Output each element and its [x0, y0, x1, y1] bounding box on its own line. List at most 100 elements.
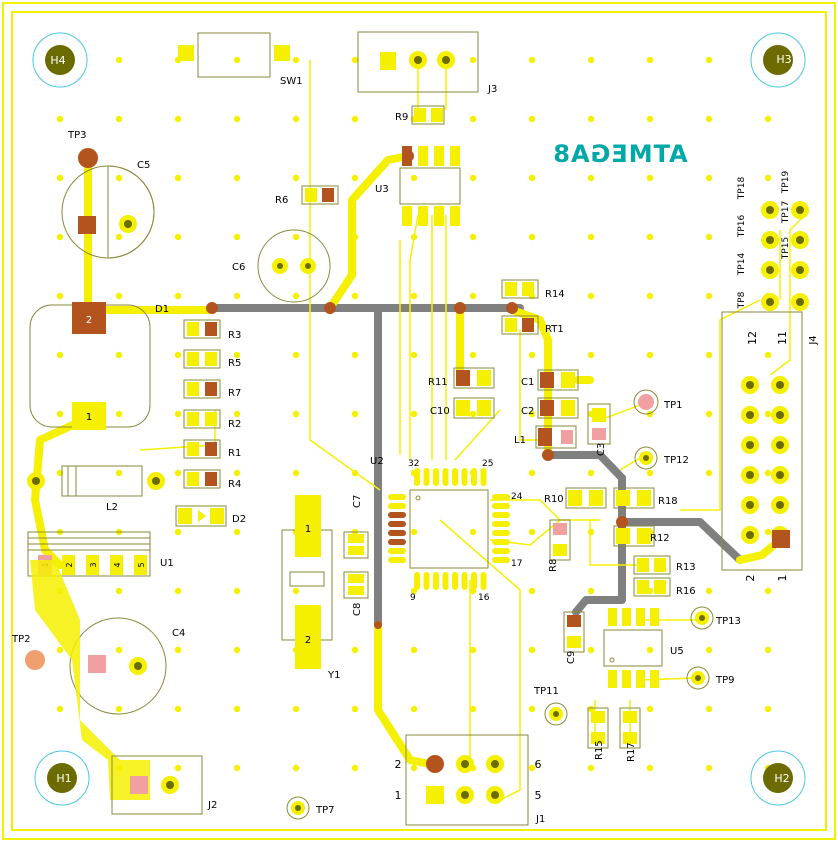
via	[351, 174, 359, 182]
via	[115, 292, 123, 300]
label-r18: R18	[658, 496, 678, 507]
via	[705, 56, 713, 64]
u2-pin-pad	[388, 512, 406, 518]
via	[469, 56, 477, 64]
via	[351, 764, 359, 772]
via	[410, 705, 418, 713]
u2-pin-pad	[471, 468, 477, 486]
via	[646, 233, 654, 241]
label-l2: L2	[106, 502, 118, 513]
via	[115, 705, 123, 713]
label-sw1: SW1	[280, 76, 303, 87]
label-tp8: TP8	[737, 291, 747, 309]
thermistor-rt1: RT1	[501, 315, 564, 335]
label-r15: R15	[594, 740, 605, 760]
u2-pin-pad	[423, 572, 430, 590]
label-y1: Y1	[327, 670, 340, 681]
label-u3: U3	[375, 184, 389, 195]
via	[56, 351, 64, 359]
label-tp11: TP11	[533, 686, 559, 697]
u2-pin-pad	[492, 548, 510, 554]
via	[410, 764, 418, 772]
resistor-r13: R13	[633, 555, 696, 575]
label-r10: R10	[544, 494, 564, 505]
via	[292, 233, 300, 241]
via	[233, 469, 241, 477]
label-r13: R13	[676, 562, 696, 573]
via	[233, 56, 241, 64]
j4-pin-drill	[776, 441, 784, 449]
via	[351, 115, 359, 123]
label-c3: C3	[596, 443, 607, 456]
label-j3: J3	[487, 84, 497, 95]
y1-pin-1: 1	[305, 524, 311, 535]
via	[528, 646, 536, 654]
label-r3: R3	[228, 330, 241, 341]
via	[705, 646, 713, 654]
board-outline-inner	[11, 11, 827, 831]
via	[174, 233, 182, 241]
via	[469, 174, 477, 182]
u2-pin-pad	[388, 530, 406, 536]
via	[528, 528, 536, 536]
label-r5: R5	[228, 358, 241, 369]
resistor-r17: R17	[619, 707, 641, 762]
via	[115, 56, 123, 64]
connector-j2: J2	[111, 755, 217, 815]
label-r9: R9	[395, 112, 408, 123]
u2-pin-pad	[492, 521, 510, 527]
j4-pin-drill	[746, 471, 754, 479]
via	[174, 292, 182, 300]
j4-pin-drill	[746, 381, 754, 389]
j4-pin-drill	[776, 381, 784, 389]
via	[705, 233, 713, 241]
via	[705, 410, 713, 418]
via	[233, 233, 241, 241]
via	[292, 56, 300, 64]
via	[233, 174, 241, 182]
mount-hole-label: H2	[774, 772, 789, 785]
j4-pin-drill	[746, 501, 754, 509]
via	[410, 292, 418, 300]
resistor-r16: R16	[633, 577, 696, 597]
test-point-tp3: TP3	[67, 130, 98, 168]
via	[351, 56, 359, 64]
capacitor-c7: C7	[343, 495, 369, 559]
via	[587, 233, 595, 241]
label-j2: J2	[207, 800, 217, 811]
label-c1: C1	[521, 377, 534, 388]
via	[469, 705, 477, 713]
label-r8: R8	[548, 559, 559, 572]
via	[115, 115, 123, 123]
via	[705, 174, 713, 182]
via	[410, 528, 418, 536]
u2-pin-pad	[388, 503, 406, 509]
via	[233, 351, 241, 359]
u1-pin-pad	[62, 555, 75, 575]
u1-pin-pad	[86, 555, 99, 575]
resistor-r18: R18	[613, 487, 678, 509]
u2-pin-16: 16	[478, 593, 490, 603]
label-tp12: TP12	[663, 455, 689, 466]
resistor-r15: R15	[587, 707, 609, 760]
j4-pin-11: 11	[776, 331, 789, 345]
resistor-r11: R11	[428, 367, 495, 389]
j4-pin-drill	[746, 411, 754, 419]
connector-j1: 2 6 1 5 J1	[395, 734, 545, 826]
label-j4: J4	[808, 335, 819, 345]
via	[174, 115, 182, 123]
u2-pin-pad	[388, 548, 406, 554]
u2-pin-pad	[492, 494, 510, 500]
label-u2: U2	[370, 456, 384, 467]
u2-pin-pad	[492, 503, 510, 509]
connector-j4: 12 11 2 1 J4	[721, 311, 819, 582]
board-label: ATMEGA8	[552, 140, 687, 168]
test-point-tp7: TP7	[286, 796, 335, 820]
switch-sw1: SW1	[178, 32, 303, 87]
capacitor-c8: C8	[343, 571, 369, 616]
via	[764, 410, 772, 418]
via	[56, 292, 64, 300]
via	[115, 646, 123, 654]
label-l1: L1	[514, 435, 526, 446]
test-point-tp1: TP1	[633, 389, 683, 415]
